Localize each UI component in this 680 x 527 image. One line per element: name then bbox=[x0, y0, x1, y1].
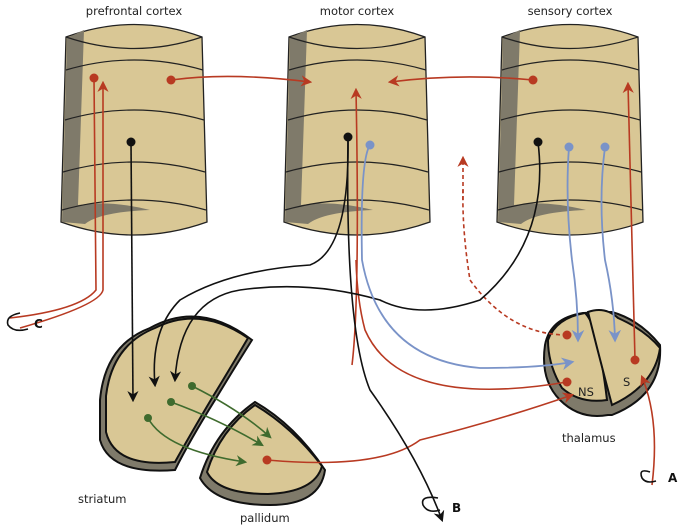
green-pathways bbox=[144, 382, 272, 467]
pallidum-label: pallidum bbox=[240, 511, 290, 525]
motor-cortex-label: motor cortex bbox=[320, 4, 395, 18]
a-label: A bbox=[668, 471, 678, 485]
sensory-cortex-cylinder bbox=[496, 23, 644, 236]
blue-pathways bbox=[360, 140, 622, 371]
black-pathways bbox=[6, 132, 657, 523]
prefrontal-cortex-cylinder bbox=[60, 23, 208, 236]
sensory-cortex-label: sensory cortex bbox=[528, 4, 613, 18]
prefrontal-cortex-label: prefrontal cortex bbox=[86, 4, 183, 18]
c-label: C bbox=[34, 317, 43, 331]
thalamus-label: thalamus bbox=[562, 431, 616, 445]
b-label: B bbox=[452, 501, 461, 515]
striatum-label: striatum bbox=[78, 492, 126, 506]
red-pathways bbox=[9, 73, 656, 486]
s-label: S bbox=[623, 375, 630, 389]
pallidum-shape bbox=[198, 400, 327, 507]
ns-label: NS bbox=[578, 385, 594, 399]
striatum-shape bbox=[99, 315, 254, 472]
